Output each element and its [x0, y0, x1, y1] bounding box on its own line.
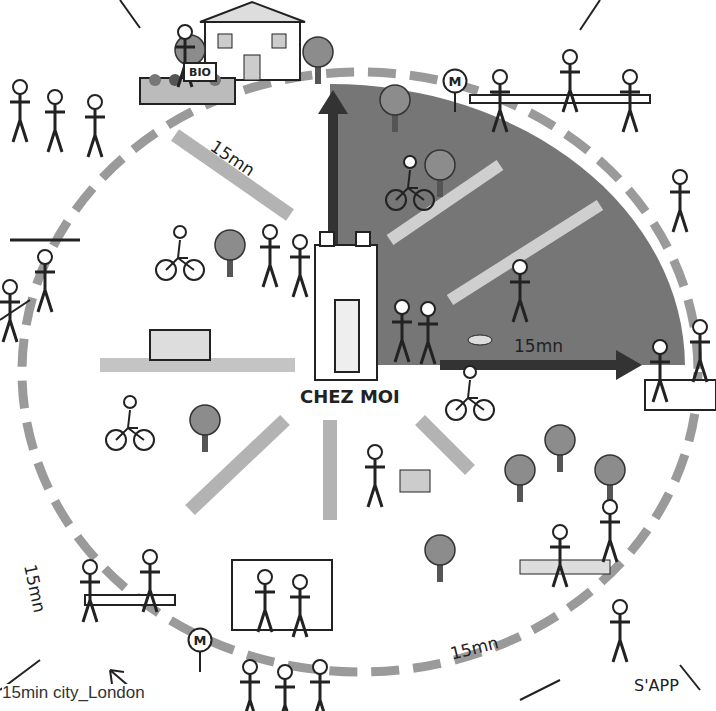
- cyclist: [106, 396, 154, 450]
- window: [218, 34, 232, 48]
- tree: [505, 455, 535, 502]
- street-band: [420, 420, 470, 470]
- produce: [149, 74, 161, 86]
- tree: [425, 150, 455, 197]
- dark-quarter-sector: [330, 84, 685, 365]
- cafe-terrace: [150, 330, 210, 360]
- caption-text: 15min city_London: [2, 684, 149, 703]
- tree: [190, 405, 220, 452]
- direction-arrow: [328, 112, 338, 245]
- athlete: [35, 250, 55, 312]
- leaf-blower: [400, 470, 430, 492]
- child: [418, 302, 438, 364]
- tree: [425, 535, 455, 582]
- chimney: [320, 232, 334, 246]
- actor: [255, 570, 275, 632]
- tree: [303, 37, 333, 84]
- shopper: [45, 90, 65, 152]
- child: [610, 600, 630, 662]
- vendor: [690, 320, 710, 382]
- node-text: M: [194, 634, 207, 647]
- arrow-head: [318, 90, 348, 114]
- metro-sign: M: [442, 68, 468, 94]
- theatre-stage: [232, 560, 332, 630]
- school-building: [205, 22, 300, 80]
- tree: [215, 230, 245, 277]
- metro-sign: M: [187, 627, 213, 653]
- tree: [380, 85, 410, 132]
- small-arrow: [110, 670, 560, 700]
- school-roof: [200, 2, 305, 22]
- node-text: BIO: [189, 67, 211, 78]
- cut-off-text: S'APP: [634, 678, 679, 694]
- sign-post: [454, 92, 456, 112]
- node-shape: [184, 63, 216, 81]
- shopper: [10, 80, 30, 142]
- doctor: [80, 560, 100, 622]
- bio-sign: BIO: [183, 62, 217, 82]
- arrow-head: [616, 350, 642, 380]
- worker: [620, 70, 640, 132]
- street-band: [175, 135, 290, 215]
- home-label: CHEZ MOI: [300, 388, 400, 406]
- sign-post: [199, 652, 201, 672]
- node-text: M: [449, 75, 462, 88]
- tree: [595, 455, 625, 502]
- customer: [650, 340, 670, 402]
- chimney: [356, 232, 370, 246]
- worker: [490, 70, 510, 132]
- pullup-bar: [10, 239, 80, 242]
- home-door: [335, 300, 359, 372]
- shopper: [85, 95, 105, 157]
- home-building: [315, 245, 377, 380]
- picnicker: [550, 525, 570, 587]
- guard: [510, 260, 530, 322]
- tandem-cyclist: [156, 226, 204, 280]
- picnicker: [600, 500, 620, 562]
- street-band: [450, 205, 600, 300]
- craftsman: [670, 170, 690, 232]
- athlete: [0, 280, 20, 342]
- street-band: [323, 420, 337, 520]
- actor: [290, 575, 310, 637]
- patient: [140, 550, 160, 612]
- fifteen-minute-ring: [22, 72, 698, 672]
- picnic-blanket: [520, 560, 610, 574]
- node-shape: [189, 629, 212, 652]
- node-shape: [444, 70, 467, 93]
- window: [272, 34, 286, 48]
- audience: [275, 665, 295, 711]
- exam-table: [85, 595, 175, 605]
- office-desk: [470, 95, 650, 103]
- tree: [545, 425, 575, 472]
- walker: [290, 235, 310, 297]
- dog: [468, 335, 492, 345]
- audience: [240, 660, 260, 711]
- worker: [560, 50, 580, 112]
- door: [244, 55, 260, 80]
- cyclist: [446, 366, 494, 420]
- street-cleaner: [365, 445, 385, 507]
- family: [260, 225, 280, 287]
- child: [392, 300, 412, 362]
- edge-ray: [0, 0, 700, 690]
- walk-time: 15mn: [514, 338, 563, 355]
- audience: [310, 660, 330, 711]
